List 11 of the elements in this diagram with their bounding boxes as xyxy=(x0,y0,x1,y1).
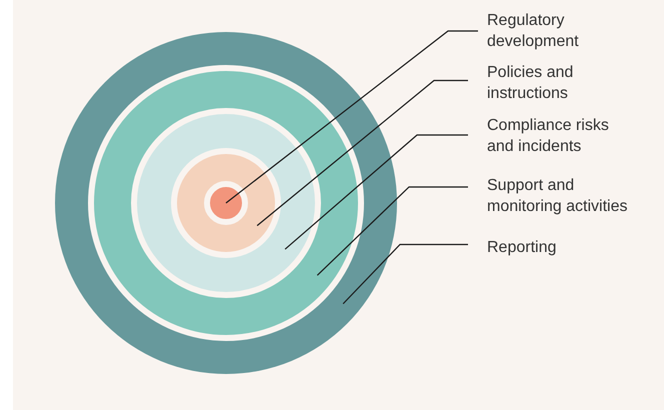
segment-label: Compliance risks and incidents xyxy=(487,116,610,157)
leader-line xyxy=(316,186,468,276)
segment-label: Reporting xyxy=(487,238,558,258)
leader-line xyxy=(342,244,468,304)
leader-line xyxy=(226,30,478,204)
segment-label: Policies and instructions xyxy=(487,63,574,104)
center-circle xyxy=(204,181,248,225)
segment-label: Regulatory development xyxy=(487,11,580,52)
leader-line xyxy=(284,134,468,250)
leader-line xyxy=(256,80,468,226)
segment-label: Support and monitoring activities xyxy=(487,176,628,217)
